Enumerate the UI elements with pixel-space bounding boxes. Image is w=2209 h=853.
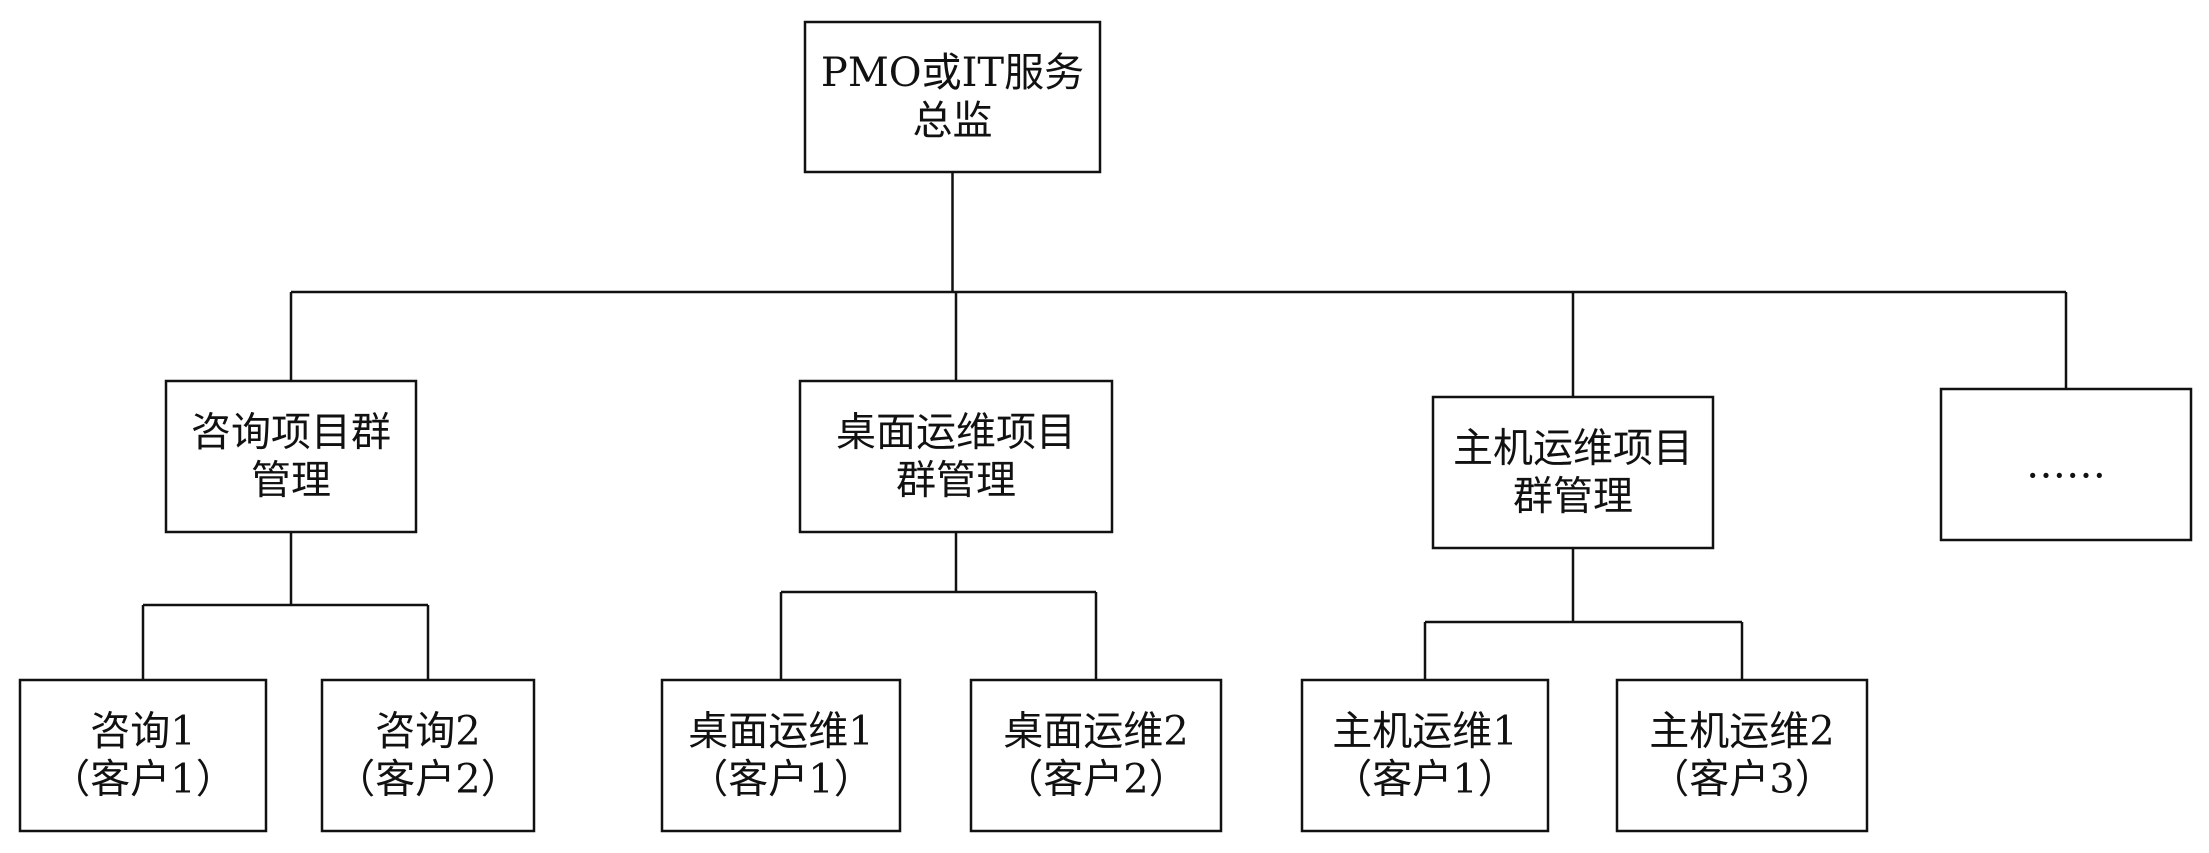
node-host-2: 主机运维2（客户3）: [1615, 678, 1869, 833]
node-label-line: （客户1）: [50, 757, 235, 803]
node-label-line: 桌面运维项目: [836, 410, 1076, 456]
node-consult-2: 咨询2（客户2）: [320, 678, 536, 833]
node-box: [18, 678, 268, 833]
node-label-line: 咨询1: [90, 709, 195, 755]
node-label-line: 主机运维2: [1649, 709, 1834, 755]
node-box: [969, 678, 1223, 833]
node-box: [320, 678, 536, 833]
node-desktop-1: 桌面运维1（客户1）: [660, 678, 902, 833]
node-label-line: 群管理: [896, 458, 1016, 504]
node-box: [1939, 387, 2193, 542]
node-label-line: 总监: [913, 98, 993, 144]
connector-lines: [141, 172, 2068, 680]
node-consult-1: 咨询1（客户1）: [18, 678, 268, 833]
node-label-line: 群管理: [1513, 474, 1633, 520]
node-label-line: （客户1）: [688, 757, 873, 803]
node-label-line: （客户2）: [1003, 757, 1188, 803]
node-label-line: 管理: [251, 458, 331, 504]
node-label-line: 咨询2: [375, 709, 480, 755]
node-label-line: （客户2）: [335, 757, 520, 803]
node-label-line: 咨询项目群: [191, 410, 391, 456]
node-box: [1615, 678, 1869, 833]
node-box: [164, 379, 418, 534]
org-nodes: PMO或IT服务总监咨询项目群管理桌面运维项目群管理主机运维项目群管理……咨询1…: [18, 20, 2193, 833]
node-label-line: 主机运维1: [1332, 709, 1517, 755]
node-host-1: 主机运维1（客户1）: [1300, 678, 1550, 833]
node-label-line: ……: [2026, 442, 2106, 488]
node-label-line: （客户3）: [1649, 757, 1834, 803]
node-label-line: 主机运维项目: [1453, 426, 1693, 472]
node-label-line: （客户1）: [1332, 757, 1517, 803]
node-more-group: ……: [1939, 387, 2193, 542]
node-desktop-2: 桌面运维2（客户2）: [969, 678, 1223, 833]
node-box: [1431, 395, 1715, 550]
node-box: [660, 678, 902, 833]
node-label-line: PMO或IT服务: [821, 50, 1084, 96]
node-box: [798, 379, 1114, 534]
node-box: [1300, 678, 1550, 833]
node-label-line: 桌面运维2: [1003, 709, 1188, 755]
node-box: [803, 20, 1102, 174]
node-label-line: 桌面运维1: [688, 709, 873, 755]
